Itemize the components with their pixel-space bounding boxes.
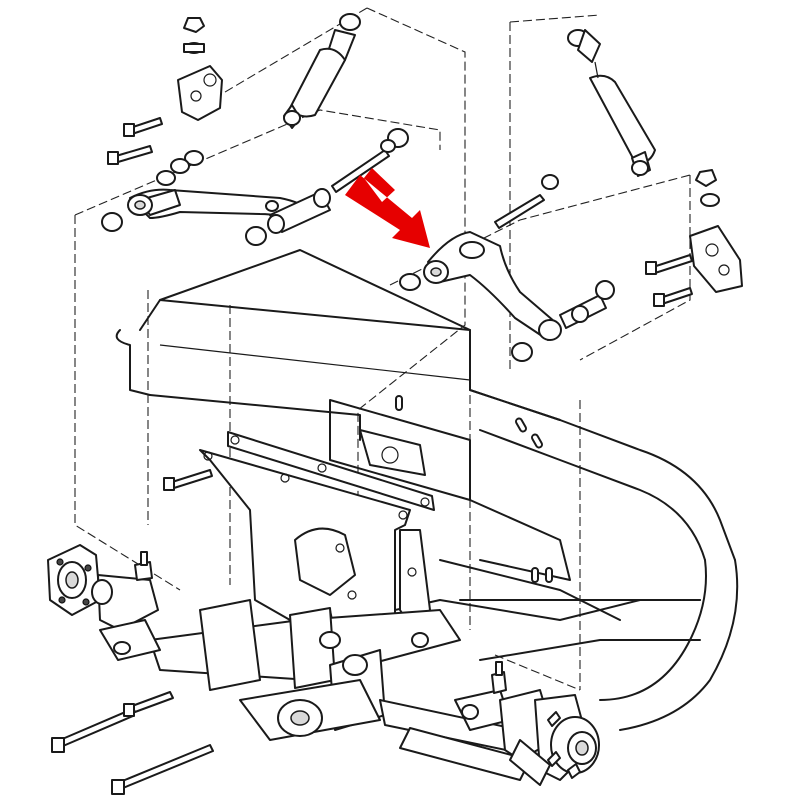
left-upper-hardware [107, 17, 223, 165]
lock-nut-icon [695, 169, 717, 187]
bolt-icon [59, 709, 134, 747]
frame-slots [395, 395, 553, 583]
center-mount-plates [163, 431, 435, 661]
front-axle-assembly [51, 599, 531, 795]
right-mount-bracket [689, 225, 743, 293]
lock-nut-icon [183, 17, 205, 33]
right-shock-absorber [567, 29, 656, 177]
bolt-icon [131, 691, 174, 713]
bolt-icon [115, 145, 153, 163]
arrow-pointer-icon [345, 168, 430, 248]
bolt-icon [171, 469, 213, 489]
vehicle-frame [115, 249, 739, 731]
right-upper-hardware [645, 169, 743, 307]
bolt-icon [119, 744, 214, 789]
right-spindle-hub [454, 661, 600, 786]
left-spindle-hub [47, 544, 161, 661]
left-shock-absorber [283, 13, 361, 129]
right-control-arm [399, 174, 615, 362]
left-control-arm [101, 128, 409, 246]
